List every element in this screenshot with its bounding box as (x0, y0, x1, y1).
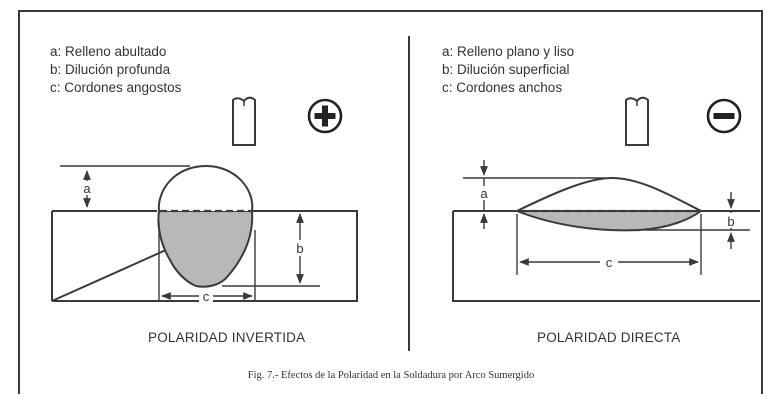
left-legend: a: Relleno abultado b: Dilución profunda… (50, 43, 181, 97)
left-legend-c: c: Cordones angostos (50, 80, 182, 95)
left-legend-a: a: Relleno abultado (50, 44, 167, 59)
left-electrode-icon (232, 96, 256, 146)
panel-divider (408, 36, 410, 351)
left-label-a: a (83, 181, 91, 196)
left-dimension-c (158, 222, 256, 303)
left-plus-sign-icon (307, 98, 343, 134)
left-legend-b: b: Dilución profunda (50, 62, 171, 77)
left-penetration-area (157, 210, 254, 288)
left-panel-title: POLARIDAD INVERTIDA (148, 330, 306, 345)
right-legend: a: Relleno plano y liso b: Dilución supe… (442, 43, 574, 97)
left-reinforcement-crown (157, 164, 254, 212)
right-legend-c: c: Cordones anchos (442, 80, 563, 95)
figure-frame (18, 10, 763, 394)
right-label-c: c (606, 255, 613, 270)
right-label-b: b (727, 214, 734, 229)
right-panel-title: POLARIDAD DIRECTA (537, 330, 681, 345)
right-reinforcement-crown (516, 176, 702, 212)
right-dimension-a (463, 160, 605, 229)
right-label-a: a (480, 186, 488, 201)
right-dimension-b (645, 192, 750, 249)
right-legend-b: b: Dilución superficial (442, 62, 570, 77)
left-base-plate (51, 210, 358, 302)
right-electrode-icon (625, 96, 649, 146)
left-dimension-b (222, 210, 320, 287)
right-penetration-area (516, 210, 705, 232)
right-minus-sign-icon (706, 98, 742, 134)
figure-caption: Fig. 7.- Efectos de la Polaridad en la S… (247, 370, 535, 381)
left-label-b: b (296, 241, 303, 256)
right-dimension-c (516, 214, 702, 275)
left-dimension-a (60, 165, 190, 208)
left-label-c: c (203, 289, 210, 304)
right-legend-a: a: Relleno plano y liso (442, 44, 575, 59)
